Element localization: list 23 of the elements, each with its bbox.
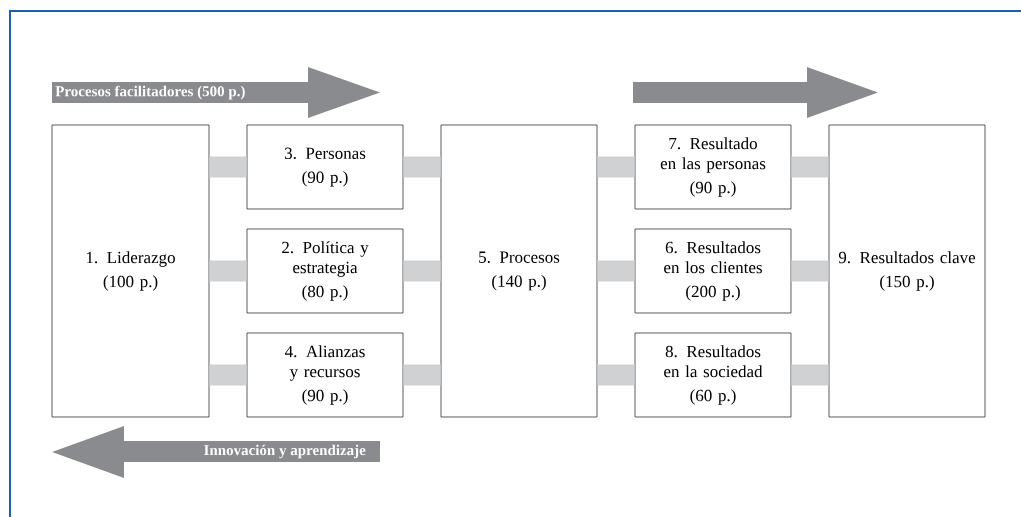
connector-bar	[597, 156, 635, 178]
text-box: 6. Resultados en los clientes (200 p.)	[634, 228, 792, 314]
connector-bar	[791, 260, 829, 282]
connector-bar	[791, 156, 829, 178]
arrow-label: Innovación y aprendizaje	[204, 444, 366, 459]
text-box: 4. Alianzas y recursos (90 p.)	[246, 332, 404, 418]
text-box: 3. Personas (90 p.)	[246, 124, 404, 210]
text-box: 5. Procesos (140 p.)	[440, 124, 598, 418]
text-box: 9. Resultados clave (150 p.)	[828, 124, 986, 418]
connector-bar	[403, 260, 441, 282]
connector-bar	[791, 364, 829, 386]
text-box: 8. Resultados en la sociedad (60 p.)	[634, 332, 792, 418]
text-box: 2. Política y estrategia (80 p.)	[246, 228, 404, 314]
connector-bar	[403, 156, 441, 178]
text-box: 1. Liderazgo (100 p.)	[51, 124, 210, 418]
connector-bar	[209, 156, 247, 178]
connector-bar	[597, 364, 635, 386]
text-box: 7. Resultado en las personas (90 p.)	[634, 124, 792, 210]
connector-bar	[597, 260, 635, 282]
connector-bar	[209, 364, 247, 386]
arrow-label: Procesos facilitadores (500 p.)	[55, 85, 245, 100]
connector-bar	[403, 364, 441, 386]
connector-bar	[209, 260, 247, 282]
